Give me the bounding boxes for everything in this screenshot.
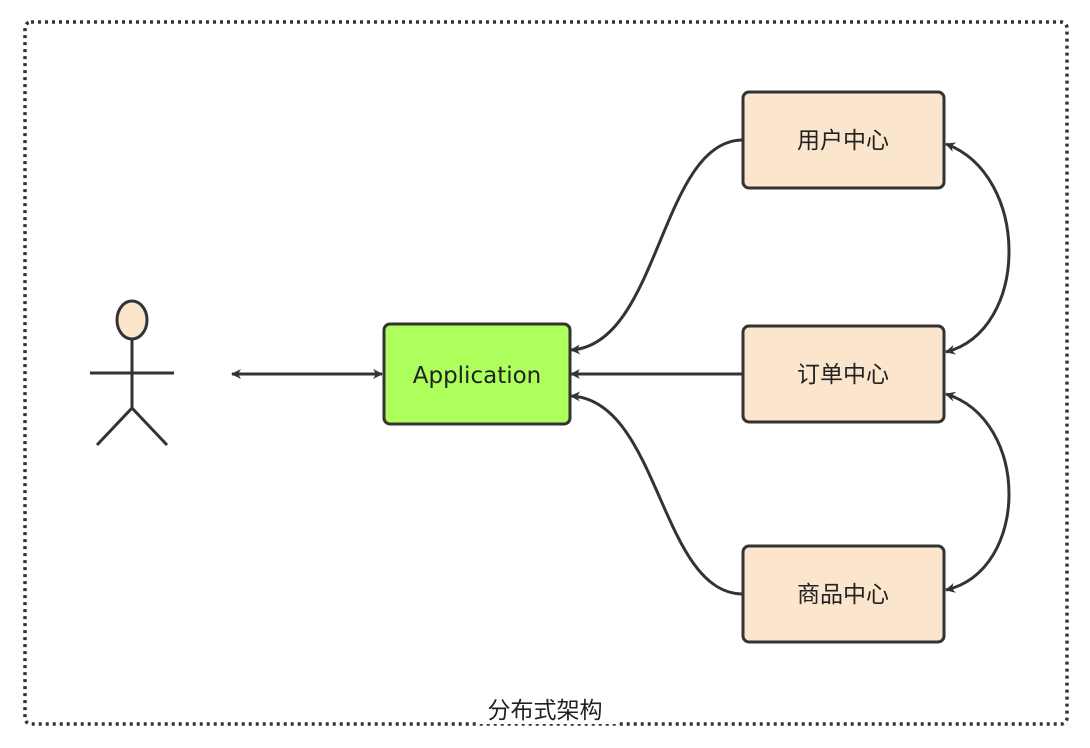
application-label: Application [413,363,542,389]
frame-label: 分布式架构 [488,698,603,724]
order-center-label: 订单中心 [797,362,889,388]
actor-right-leg [130,406,169,447]
product-center-node: 商品中心 [741,544,946,644]
user-center-node: 用户中心 [741,90,946,190]
product-center-box [741,544,946,644]
edge-order-center-product-center [945,391,1011,593]
application-box [382,322,572,426]
user-center-box [741,90,946,190]
actor-left-leg [95,406,134,447]
user-actor-icon [90,299,174,447]
edge-user-center-to-application [570,138,744,355]
edge-user-center-order-center [945,142,1011,355]
order-center-node: 订单中心 [741,324,946,424]
user-center-label: 用户中心 [797,128,889,154]
order-center-box [741,324,946,424]
edge-product-center-to-application [570,391,744,596]
system-boundary-frame [23,20,1069,726]
product-center-label: 商品中心 [797,582,889,608]
actor-head [115,299,149,341]
application-node: Application [382,322,572,426]
frame-label-background [476,694,616,724]
